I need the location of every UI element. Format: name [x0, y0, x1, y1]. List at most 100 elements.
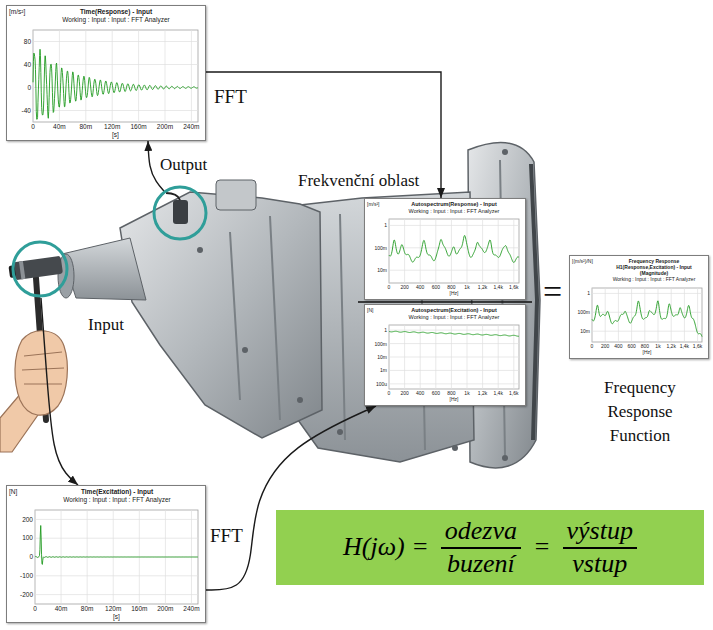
axis-tick: 1,6k	[499, 284, 529, 290]
grid-line	[618, 288, 619, 342]
axis-tick: -200	[20, 591, 33, 599]
grid-line	[35, 519, 198, 520]
chart-plot	[7, 6, 205, 140]
axis-tick: 1,4k	[483, 284, 513, 290]
hand	[15, 331, 67, 415]
denominator: vstup	[572, 549, 627, 579]
chart-panel: [(m/s²)/N]Frequency Response H1(Response…	[569, 255, 709, 359]
grid-line	[389, 270, 519, 271]
denominator: buzení	[447, 549, 515, 579]
grid-line	[33, 64, 198, 65]
grid-lines	[389, 219, 519, 283]
grid-line	[592, 288, 593, 342]
sensor-outline	[152, 185, 208, 241]
axis-tick: 80	[24, 38, 31, 46]
grid-line	[389, 330, 519, 331]
axis-tick: -40	[22, 107, 31, 115]
axis-unit: [m/s²]	[9, 8, 25, 16]
axis-tick: 1k	[452, 390, 482, 396]
formula-text: H(jω) =	[343, 532, 429, 562]
chart-subtitle: Working : Input : Input : FFT Analyzer	[35, 496, 199, 504]
grid-line	[59, 30, 60, 122]
grid-line	[435, 325, 436, 389]
axis-tick: 10m	[377, 354, 387, 360]
fraction: výstupvstup	[563, 516, 637, 579]
fft-label: FFT	[214, 86, 247, 108]
axis-unit: [N]	[9, 488, 17, 496]
force-sensor	[19, 261, 25, 279]
axis-tick: 200m	[150, 605, 180, 613]
axis-tick: 80m	[72, 605, 102, 613]
plot-area	[35, 510, 198, 604]
bolt	[242, 347, 248, 353]
grid-line	[389, 225, 519, 226]
equals-sign: =	[543, 272, 562, 311]
axis-tick: 0	[18, 123, 48, 131]
axis-tick: 400	[405, 284, 435, 290]
axis-tick: 1,2k	[468, 390, 498, 396]
signal-curve	[389, 331, 519, 336]
grid-line	[420, 219, 421, 283]
axis-tick: 0	[20, 605, 50, 613]
grid-lines	[592, 288, 702, 342]
axis-tick: 800	[630, 343, 660, 349]
axis-tick: 120m	[97, 123, 127, 131]
grid-line	[644, 288, 645, 342]
axis-tick: 10m	[377, 267, 387, 273]
sensor-marker: Input	[11, 240, 69, 298]
axis-tick: 400	[405, 390, 435, 396]
axis-tick: -100	[20, 572, 33, 580]
signal-curve	[33, 49, 198, 119]
axis-tick: 1k	[452, 284, 482, 290]
grid-line	[389, 357, 519, 358]
grid-line	[404, 325, 405, 389]
highlight-circle	[13, 242, 67, 296]
shift-tower	[216, 180, 256, 210]
axis-tick: 120m	[98, 605, 128, 613]
axis-tick: 600	[421, 390, 451, 396]
grid-line	[467, 219, 468, 283]
chart-title: Autospectrum(Excitation) - Input	[389, 307, 519, 314]
chart-panel: [N]Autospectrum(Excitation) - InputWorki…	[364, 304, 526, 406]
grid-line	[165, 30, 166, 122]
grid-line	[467, 325, 468, 389]
grid-line	[389, 343, 519, 344]
sensor-label: Output	[160, 155, 207, 175]
axis-tick: 200m	[150, 123, 180, 131]
grid-line	[671, 288, 672, 342]
signal-curve	[389, 235, 519, 262]
axis-tick: 200	[390, 284, 420, 290]
signal-arrow	[41, 298, 78, 485]
fraction-line	[358, 301, 532, 303]
axis-unit: [Hz]	[389, 290, 519, 296]
grid-line	[389, 383, 519, 384]
axis-tick: 40	[24, 61, 31, 69]
axis-tick: 1	[384, 222, 387, 228]
axis-tick: 200	[390, 390, 420, 396]
axis-unit: [Hz]	[592, 349, 702, 355]
bolt	[502, 149, 508, 155]
formula-text: =	[533, 532, 551, 562]
axis-unit: [Hz]	[389, 396, 519, 402]
formula-term: =	[533, 532, 551, 562]
grid-line	[435, 219, 436, 283]
signal-arrow	[206, 72, 441, 198]
axis-tick: 100m	[374, 245, 387, 251]
axis-tick: 160m	[124, 605, 154, 613]
axis-tick: 1,2k	[468, 284, 498, 290]
axis-tick: 0	[27, 84, 31, 92]
axis-tick: 100u	[376, 381, 387, 387]
grid-line	[33, 110, 198, 111]
bolt	[337, 429, 343, 435]
grid-line	[592, 293, 702, 294]
grid-line	[33, 41, 198, 42]
axis-tick: 100m	[374, 341, 387, 347]
grid-line	[389, 325, 390, 389]
grid-line	[191, 30, 192, 122]
axis-tick: 10m	[580, 328, 590, 334]
axis-tick: 40m	[44, 123, 74, 131]
axis-tick: 240m	[176, 123, 206, 131]
grid-line	[684, 288, 685, 342]
grid-line	[513, 325, 514, 389]
axis-tick: 1,6k	[499, 390, 529, 396]
